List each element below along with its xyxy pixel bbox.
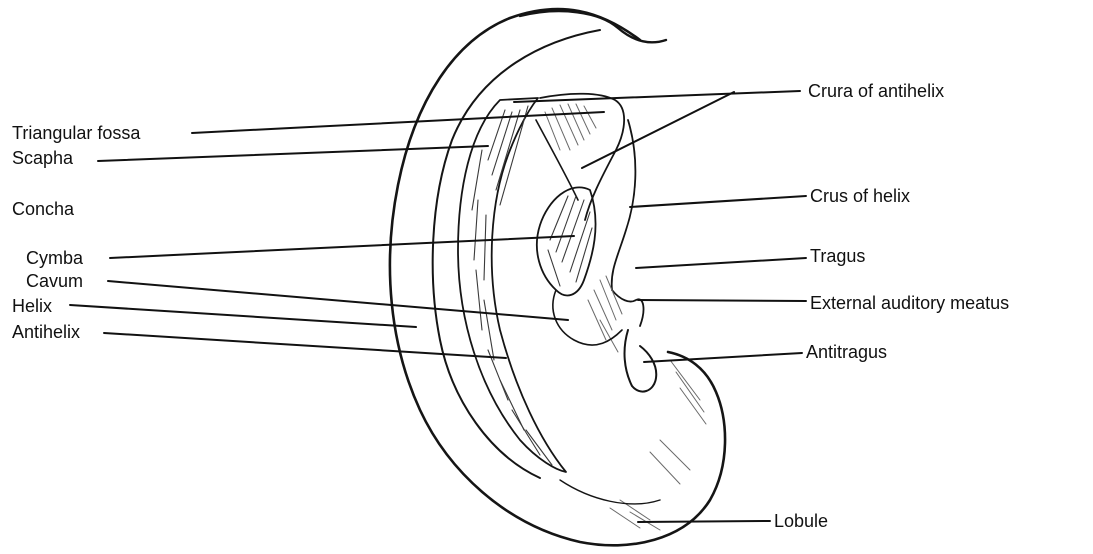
helix-top-edge <box>520 11 666 42</box>
scapha-shading <box>458 98 566 472</box>
leader-helix <box>70 305 416 327</box>
label-external-auditory-meatus: External auditory meatus <box>810 293 1009 313</box>
leader-antitragus <box>644 353 802 362</box>
label-cymba: Cymba <box>26 248 84 268</box>
leader-cavum <box>108 281 568 320</box>
scapha-hatching <box>472 106 552 465</box>
label-helix: Helix <box>12 296 52 316</box>
lobule-inner-edge <box>560 480 660 504</box>
cymba-shading <box>537 187 596 295</box>
label-antitragus: Antitragus <box>806 342 887 362</box>
cymba-hatching <box>548 196 592 286</box>
leader-tragus <box>636 258 806 268</box>
label-antihelix: Antihelix <box>12 322 80 342</box>
tragus-outline <box>612 290 643 326</box>
label-crus-of-helix: Crus of helix <box>810 186 910 206</box>
label-tragus: Tragus <box>810 246 865 266</box>
leader-crura-2 <box>582 92 734 168</box>
cavum-outline <box>553 290 622 345</box>
tragus-hatching <box>588 276 622 352</box>
crura-hatching <box>545 104 596 150</box>
leader-external-auditory-meatus <box>638 300 806 301</box>
label-crura-of-antihelix: Crura of antihelix <box>808 81 944 101</box>
label-concha: Concha <box>12 199 75 219</box>
leader-lobule <box>638 521 770 522</box>
leader-crura-1 <box>514 91 800 102</box>
label-scapha: Scapha <box>12 148 74 168</box>
ear-illustration <box>390 9 725 545</box>
crus-of-helix-line <box>612 120 636 290</box>
leader-lines <box>70 91 806 522</box>
leader-triangular-fossa <box>192 112 604 133</box>
leader-antihelix <box>104 333 506 358</box>
leader-scapha <box>98 146 488 161</box>
lobule-hatching <box>610 360 706 530</box>
label-triangular-fossa: Triangular fossa <box>12 123 141 143</box>
leader-crus-of-helix <box>630 196 806 207</box>
leader-cymba <box>110 236 574 258</box>
label-lobule: Lobule <box>774 511 828 531</box>
label-cavum: Cavum <box>26 271 83 291</box>
